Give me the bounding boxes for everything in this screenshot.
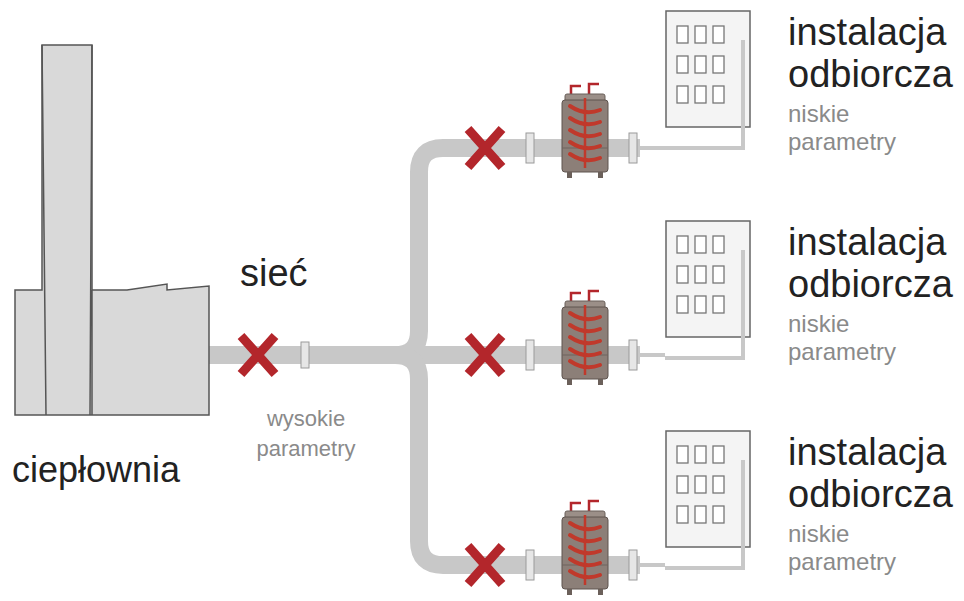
window <box>713 296 724 313</box>
window <box>695 506 706 523</box>
coil-riser <box>584 305 587 375</box>
consumer-title: instalacja odbiorcza <box>788 12 960 96</box>
pipe-flange <box>629 550 637 580</box>
window <box>695 236 706 253</box>
window <box>713 476 724 493</box>
pipe-flange <box>526 133 534 163</box>
window <box>695 26 706 43</box>
building-body <box>666 221 750 337</box>
factory-body <box>15 45 209 415</box>
building-body <box>666 431 750 547</box>
window <box>695 476 706 493</box>
window <box>677 86 688 103</box>
window <box>713 86 724 103</box>
exchanger-foot <box>567 589 572 595</box>
valve-cross <box>241 336 275 374</box>
heating-plant: ciepłownia <box>12 40 212 510</box>
plant-outline <box>12 40 212 510</box>
window <box>713 506 724 523</box>
window <box>695 86 706 103</box>
exchanger-foot <box>598 172 603 178</box>
internal-pipe <box>665 460 743 568</box>
building-body <box>666 11 750 127</box>
pipe-flange <box>526 550 534 580</box>
window <box>677 236 688 253</box>
exchanger-foot <box>567 379 572 385</box>
window <box>677 56 688 73</box>
valve-cross <box>468 336 502 374</box>
window <box>677 296 688 313</box>
window <box>695 266 706 283</box>
window <box>713 446 724 463</box>
window <box>677 266 688 283</box>
window <box>695 56 706 73</box>
window <box>713 26 724 43</box>
consumer-title: instalacja odbiorcza <box>788 432 960 516</box>
window <box>695 446 706 463</box>
pipe-flange <box>629 133 637 163</box>
pipe-flange <box>629 340 637 370</box>
thin-pipe <box>640 563 665 567</box>
building-text: instalacja odbiorczaniskie parametry <box>788 222 960 367</box>
internal-pipe <box>665 40 743 148</box>
exchanger-foot <box>567 172 572 178</box>
internal-pipe <box>665 250 743 358</box>
window <box>713 266 724 283</box>
window <box>713 56 724 73</box>
factory-edge <box>42 45 92 415</box>
window <box>695 296 706 313</box>
valve-cross <box>468 546 502 584</box>
parameter-note: niskie parametry <box>788 100 960 158</box>
pipe-flange <box>526 340 534 370</box>
exchanger-foot <box>598 379 603 385</box>
valve-cross <box>468 129 502 167</box>
window <box>677 476 688 493</box>
parameter-note: wysokie parametry <box>236 404 376 463</box>
coil-riser <box>584 515 587 585</box>
window <box>677 446 688 463</box>
consumer-title: instalacja odbiorcza <box>788 222 960 306</box>
parameter-note: niskie parametry <box>788 520 960 578</box>
window <box>713 236 724 253</box>
consumer-building: instalacja odbiorczaniskie parametry <box>665 220 960 380</box>
window <box>677 506 688 523</box>
consumer-building: instalacja odbiorczaniskie parametry <box>665 430 960 590</box>
coil-riser <box>584 98 587 168</box>
window <box>677 26 688 43</box>
plant-label: ciepłownia <box>12 448 212 491</box>
network-label: sieć <box>240 252 308 295</box>
exchanger-foot <box>598 589 603 595</box>
pipe-flange <box>301 342 309 368</box>
building-text: instalacja odbiorczaniskie parametry <box>788 432 960 577</box>
consumer-building: instalacja odbiorczaniskie parametry <box>665 10 960 170</box>
thin-pipe <box>640 146 665 150</box>
thin-pipe <box>640 353 665 357</box>
parameter-note: niskie parametry <box>788 310 960 368</box>
building-text: instalacja odbiorczaniskie parametry <box>788 12 960 157</box>
